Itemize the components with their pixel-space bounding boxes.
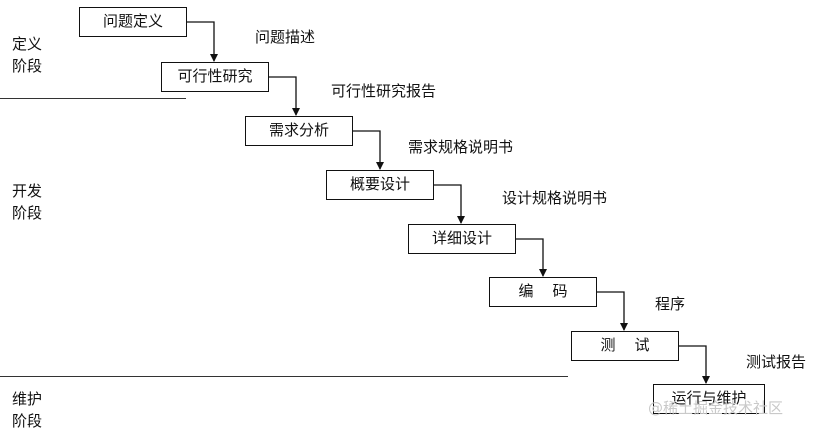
connector-arrow — [187, 21, 218, 62]
output-label-feasibility-report: 可行性研究报告 — [331, 82, 437, 100]
step-box-coding: 编 码 — [489, 277, 597, 307]
step-box-requirements-analysis: 需求分析 — [245, 116, 353, 146]
connector-arrow — [597, 291, 628, 331]
output-label-program: 程序 — [655, 295, 686, 313]
connector-arrow — [516, 238, 547, 277]
phase-divider-develop-maintain — [0, 376, 568, 377]
connector-arrow — [679, 345, 710, 384]
step-box-high-level-design: 概要设计 — [326, 170, 434, 200]
output-label-requirements-spec: 需求规格说明书 — [408, 138, 514, 156]
step-box-operation-maintenance: 运行与维护 — [653, 384, 765, 414]
phase-label-define: 定义 阶段 — [12, 35, 43, 75]
step-box-feasibility-study: 可行性研究 — [161, 62, 269, 92]
output-label-design-spec: 设计规格说明书 — [502, 189, 608, 207]
step-box-problem-definition: 问题定义 — [79, 7, 187, 37]
step-box-detailed-design: 详细设计 — [408, 224, 516, 254]
phase-label-maintain: 维护 阶段 — [12, 390, 43, 430]
connector-arrow — [434, 184, 465, 224]
phase-label-develop: 开发 阶段 — [12, 182, 43, 222]
connector-arrow — [269, 76, 300, 116]
output-label-test-report: 测试报告 — [746, 353, 807, 371]
step-box-testing: 测 试 — [571, 331, 679, 361]
phase-divider-define-develop — [0, 98, 186, 99]
connector-arrow — [353, 130, 384, 170]
watermark-text: @稀土掘金技术社区 — [648, 399, 784, 417]
output-label-problem-description: 问题描述 — [255, 28, 316, 46]
